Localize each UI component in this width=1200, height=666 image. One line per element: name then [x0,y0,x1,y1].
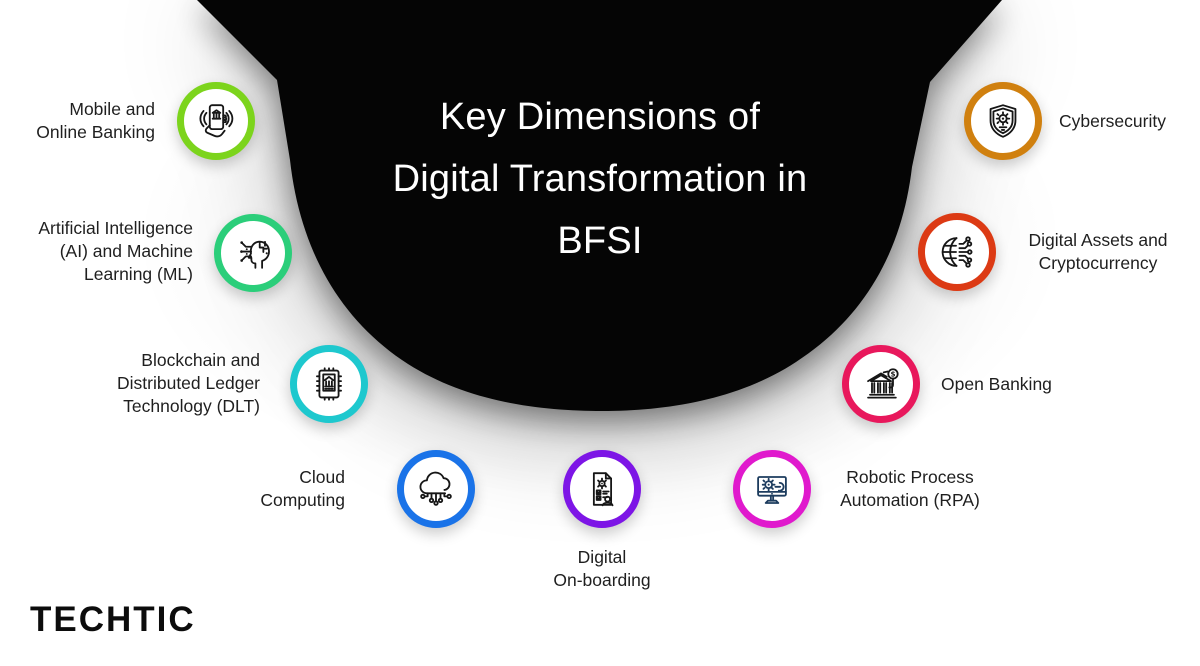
label-digital-assets-crypto: Digital Assets and Cryptocurrency [1028,230,1168,273]
cloud-circuit-icon [419,471,452,506]
blockchain-circle [290,345,368,423]
label-mobile-online-banking: Mobile and Online Banking [36,99,155,142]
cloud-computing-circle [397,450,475,528]
mobile-banking-circle [177,82,255,160]
shield-gear-icon [989,104,1017,138]
label-digital-onboarding: Digital On-boarding [553,547,651,590]
onboarding-document-icon [592,472,614,507]
black-arc-shape [197,0,1002,411]
cybersecurity-circle [964,82,1042,160]
open-banking-circle: $ [842,345,920,423]
bank-dollar-icon: $ [867,368,899,399]
rpa-circle [733,450,811,528]
label-cybersecurity: Cybersecurity [1059,111,1166,131]
label-cloud-computing: Cloud Computing [260,467,345,510]
globe-circuit-icon [941,236,973,268]
page-title: Key Dimensions of Digital Transformation… [300,86,900,272]
black-arc-panel [197,0,1002,411]
ai-head-circuit-icon [240,240,270,269]
dollar-symbol: $ [890,369,895,378]
techtic-logo: TECHTIC [30,600,196,639]
rpa-monitor-icon [757,476,787,504]
title-line-3: BFSI [557,220,643,262]
label-rpa: Robotic Process Automation (RPA) [840,467,980,510]
label-blockchain-dlt: Blockchain and Distributed Ledger Techno… [117,350,260,416]
hand-holding-phone-icon [199,104,234,138]
label-open-banking: Open Banking [941,374,1052,394]
ai-ml-circle [214,214,292,292]
digital-onboarding-circle [563,450,641,528]
label-ai-ml: Artificial Intelligence (AI) and Machine… [38,218,193,284]
title-line-2: Digital Transformation in [392,158,808,200]
title-line-1: Key Dimensions of [439,96,761,138]
chip-bank-icon [316,367,342,401]
digital-assets-circle [918,213,996,291]
